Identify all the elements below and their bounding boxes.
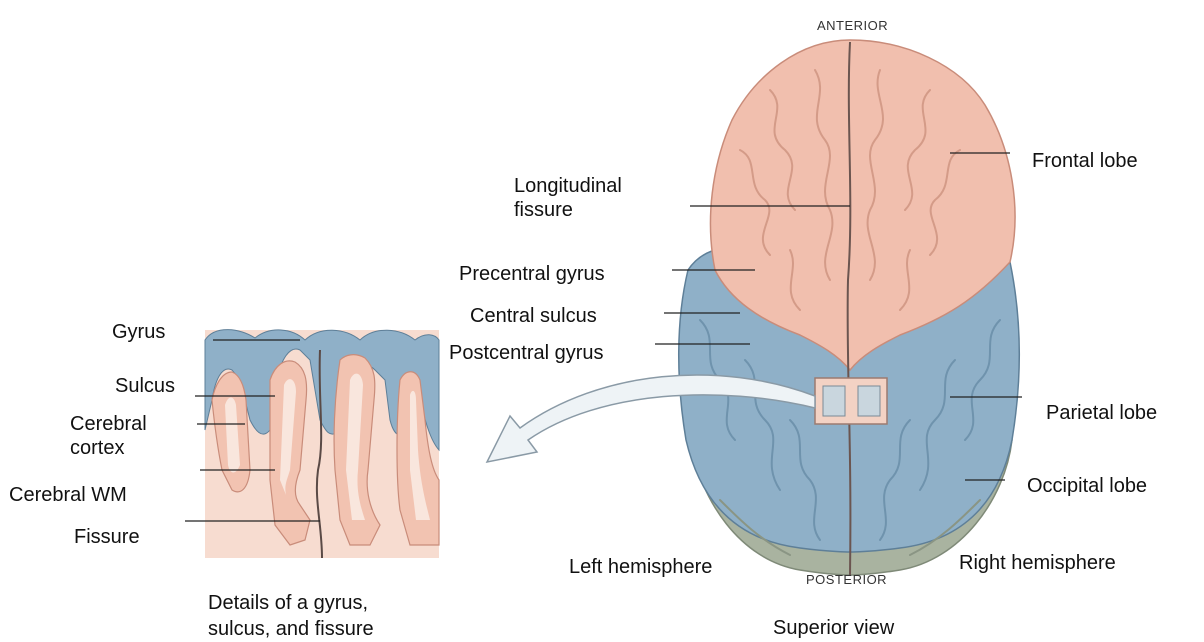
postcentral-gyrus-label: Postcentral gyrus [449, 341, 604, 365]
cerebral-wm-label: Cerebral WM [9, 483, 127, 507]
right-hemisphere-label: Right hemisphere [959, 551, 1116, 575]
fissure-label: Fissure [74, 525, 140, 549]
magnified-region-inset-left [823, 386, 845, 416]
gyrus-label: Gyrus [112, 320, 165, 344]
frontal-lobe-label: Frontal lobe [1032, 149, 1138, 173]
precentral-gyrus-label: Precentral gyrus [459, 262, 605, 286]
detail-caption: Details of a gyrus, sulcus, and fissure [208, 590, 374, 642]
cerebral-cortex-label: Cerebral cortex [70, 412, 147, 460]
posterior-label: POSTERIOR [806, 572, 887, 587]
parietal-lobe-label: Parietal lobe [1046, 401, 1157, 425]
magnified-region-inset-right [858, 386, 880, 416]
anterior-label: ANTERIOR [817, 18, 888, 33]
left-hemisphere-label: Left hemisphere [569, 555, 712, 579]
longitudinal-fissure-label: Longitudinal fissure [514, 174, 622, 222]
detail-section [205, 330, 439, 558]
occipital-lobe-label: Occipital lobe [1027, 474, 1147, 498]
brain-superior-view [679, 40, 1020, 575]
central-sulcus-label: Central sulcus [470, 304, 597, 328]
superior-view-caption: Superior view [773, 616, 894, 640]
sulcus-label: Sulcus [115, 374, 175, 398]
